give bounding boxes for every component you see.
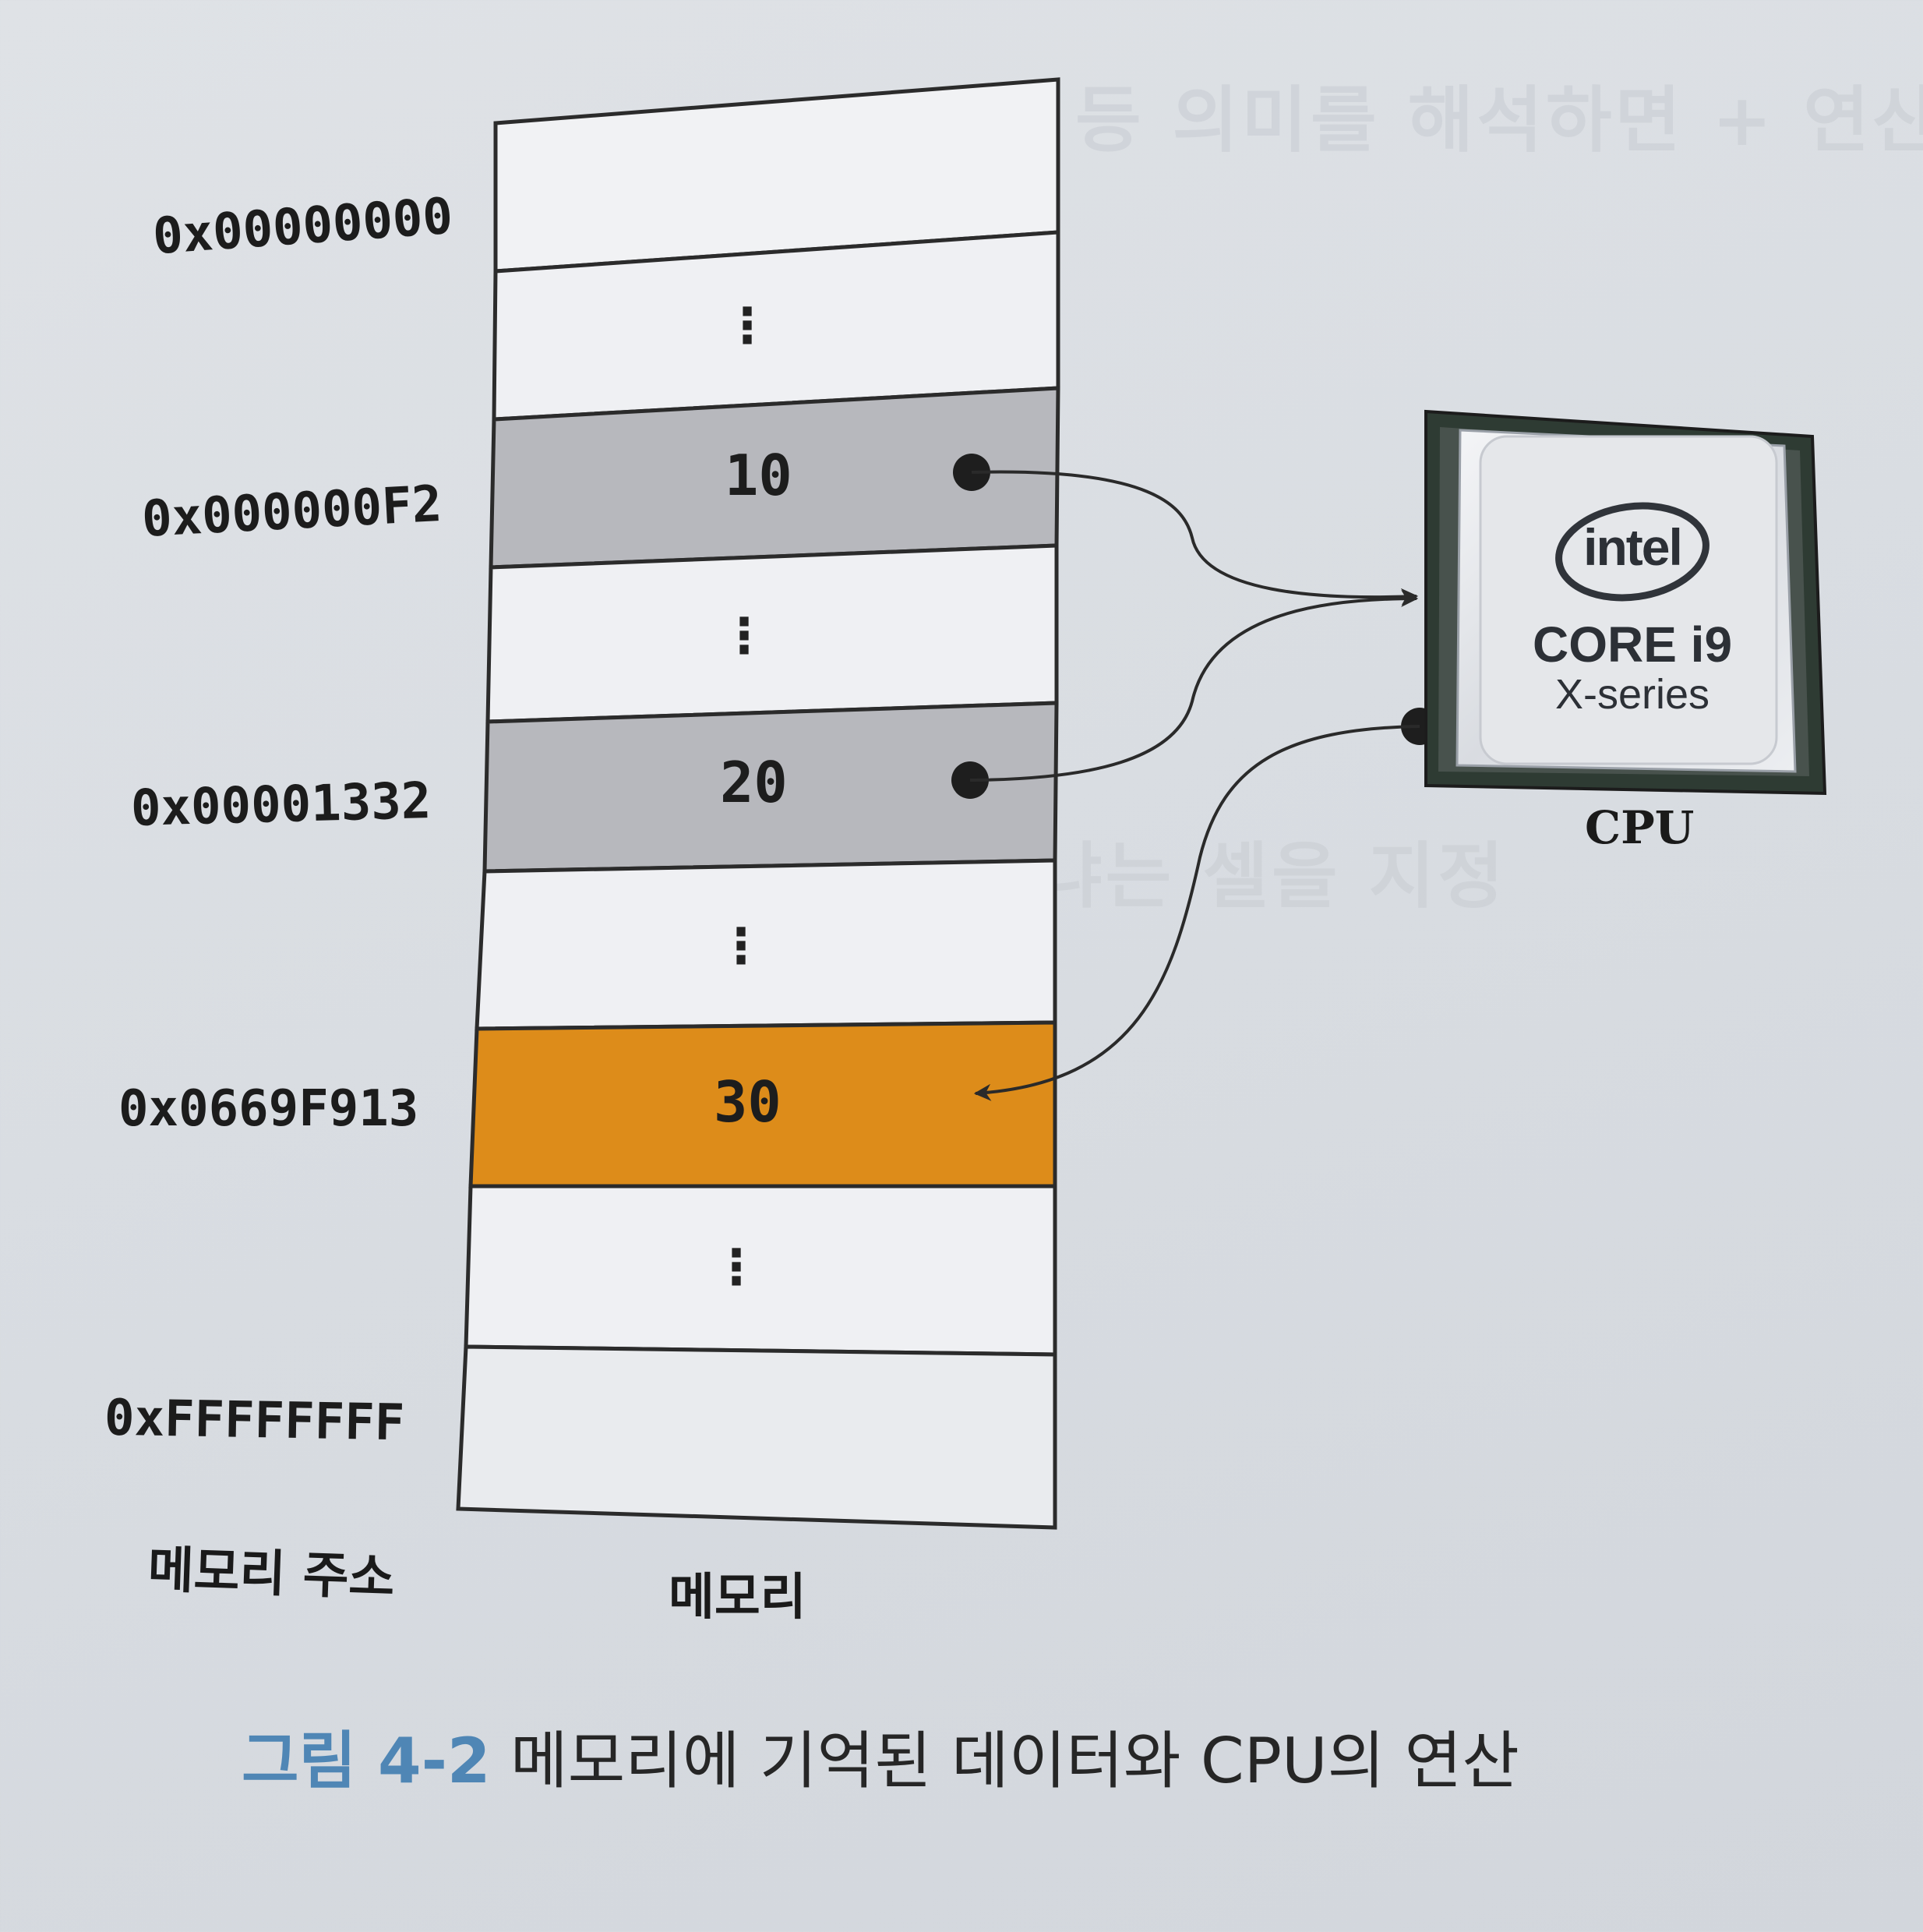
- chip-model: CORE i9: [1532, 616, 1733, 673]
- ellipsis-row-7: ···: [726, 1225, 746, 1311]
- arrow-20-to-cpu: [969, 590, 1419, 782]
- cpu-chip: [1424, 409, 1827, 796]
- ellipsis-row-1: ···: [737, 284, 757, 369]
- memory-column-label: 메모리: [669, 1569, 806, 1626]
- memory-value-10: 10: [725, 443, 792, 508]
- memory-value-20: 20: [720, 750, 788, 815]
- figure-number: 그림 4-2: [242, 1725, 491, 1797]
- intel-logo-ring: [1555, 502, 1710, 602]
- memory-cell-8: [456, 1344, 1057, 1530]
- address-column-label: 메모리 주소: [146, 1541, 396, 1608]
- memory-value-30: 30: [714, 1069, 782, 1135]
- cpu-label: CPU: [1585, 801, 1695, 854]
- intel-logo-text: intel: [1583, 518, 1683, 576]
- address-6: 0x0669F913: [118, 1080, 419, 1138]
- memory-cell-7: [464, 1184, 1057, 1357]
- memory-cell-5: [475, 858, 1057, 1031]
- figure-caption-text: 메모리에 기억된 데이터와 CPU의 연산: [510, 1725, 1519, 1797]
- memory-column: [456, 77, 1060, 1530]
- address-4: 0x00001332: [130, 772, 432, 839]
- arrow-10-to-cpu: [971, 470, 1419, 606]
- chip-series: X-series: [1554, 671, 1710, 718]
- arrow-cpu-to-30: [973, 725, 1420, 1101]
- memory-cell-3: [485, 543, 1059, 724]
- ellipsis-row-3: ···: [734, 594, 754, 680]
- address-8: 0xFFFFFFFF: [104, 1389, 405, 1453]
- figure-caption: 그림 4-2 메모리에 기억된 데이터와 CPU의 연산: [242, 1711, 1519, 1801]
- ellipsis-row-5: ···: [731, 904, 751, 990]
